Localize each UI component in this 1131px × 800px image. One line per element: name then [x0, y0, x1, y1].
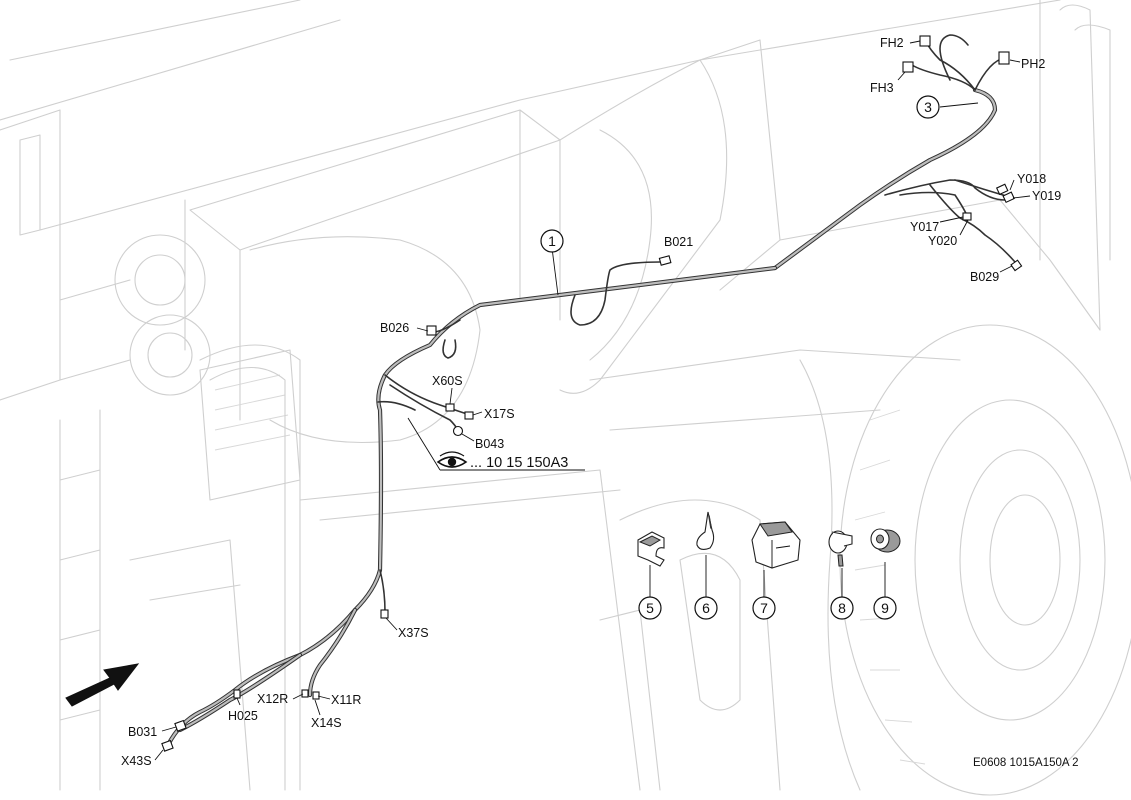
label-y018: Y018: [1017, 172, 1046, 186]
label-y020: Y020: [928, 234, 957, 248]
svg-text:8: 8: [838, 600, 846, 616]
wiring-harness: [165, 34, 1016, 748]
part-9-grommet: [870, 528, 901, 553]
label-y017: Y017: [910, 220, 939, 234]
leader-lines: [154, 40, 1031, 761]
svg-text:7: 7: [760, 600, 768, 616]
label-b031: B031: [128, 725, 157, 739]
label-ph2: PH2: [1021, 57, 1045, 71]
label-y019: Y019: [1032, 189, 1061, 203]
part-7-boot-cover: [751, 521, 801, 569]
callout-9: 9: [873, 596, 897, 620]
reference-text: ... 10 15 150A3: [470, 455, 568, 471]
callout-1: 1: [540, 229, 564, 253]
reference-callout: ... 10 15 150A3: [436, 451, 568, 471]
connector-label-group: FH2 FH3 PH2 Y018 Y019 Y017 Y020 B029 B02…: [121, 36, 1061, 768]
part-6-cable-tie: [696, 511, 715, 551]
drawing-id: E0608 1015A150A 2: [973, 757, 1079, 769]
label-fh3: FH3: [870, 81, 894, 95]
svg-text:5: 5: [646, 600, 654, 616]
callout-6: 6: [694, 596, 718, 620]
svg-text:3: 3: [924, 99, 932, 115]
label-b026: B026: [380, 321, 409, 335]
part-8-p-clamp: [828, 530, 853, 567]
label-b043: B043: [475, 437, 504, 451]
label-x43s: X43S: [121, 754, 152, 768]
svg-text:9: 9: [881, 600, 889, 616]
label-x37s: X37S: [398, 626, 429, 640]
label-h025: H025: [228, 709, 258, 723]
callout-5: 5: [638, 596, 662, 620]
label-x12r: X12R: [257, 692, 288, 706]
part-5-clip: [637, 531, 665, 567]
label-fh2: FH2: [880, 36, 904, 50]
label-x14s: X14S: [311, 716, 342, 730]
eye-icon: [436, 451, 468, 468]
callout-8: 8: [830, 596, 854, 620]
front-direction-arrow-icon: [65, 663, 140, 707]
label-b021: B021: [664, 235, 693, 249]
svg-text:1: 1: [548, 233, 556, 249]
svg-text:6: 6: [702, 600, 710, 616]
label-b029: B029: [970, 270, 999, 284]
label-x11r: X11R: [331, 693, 361, 707]
label-x17s: X17S: [484, 407, 515, 421]
label-x60s: X60S: [432, 374, 463, 388]
callout-7: 7: [752, 596, 776, 620]
callout-3: 3: [916, 95, 940, 119]
connectors: [161, 35, 1023, 752]
